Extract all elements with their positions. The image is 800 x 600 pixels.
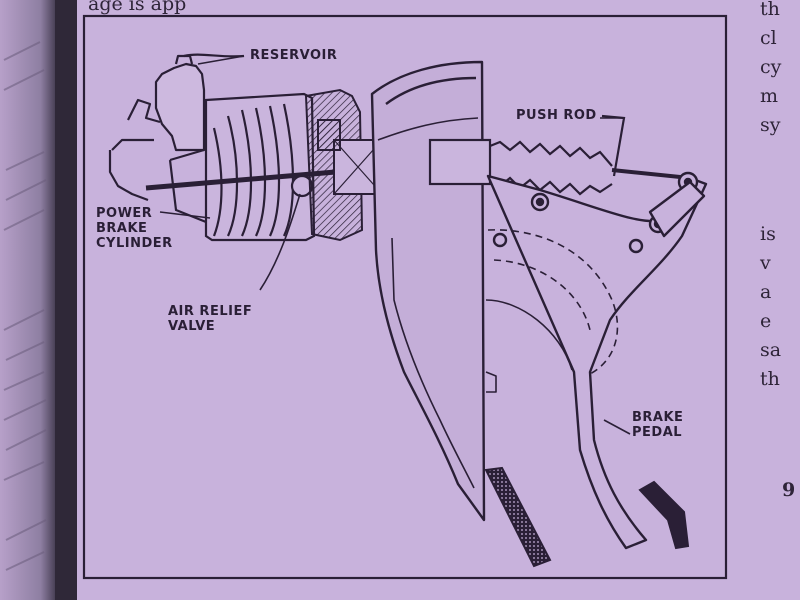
label-push-rod: PUSH ROD bbox=[516, 108, 597, 123]
pedal-bracket bbox=[370, 60, 486, 522]
right-margin-text-lower: is v a e sa th bbox=[760, 223, 782, 390]
label-power-brake-cylinder: POWER BRAKE CYLINDER bbox=[96, 206, 173, 251]
reservoir bbox=[108, 53, 245, 202]
label-reservoir: RESERVOIR bbox=[250, 48, 338, 63]
top-text: age is app bbox=[88, 0, 187, 15]
valve-housing bbox=[304, 88, 383, 242]
diagram-frame bbox=[82, 14, 728, 580]
pedal-pad-right bbox=[638, 480, 690, 550]
left-page-text bbox=[3, 41, 47, 571]
page-number: 9 bbox=[782, 479, 796, 501]
leader-lines bbox=[159, 55, 631, 435]
spine-shadow bbox=[55, 0, 77, 600]
pedal-pad-left bbox=[484, 466, 552, 568]
label-brake-pedal: BRAKE PEDAL bbox=[632, 410, 684, 440]
brake-pedal-arm bbox=[485, 171, 708, 550]
left-page bbox=[0, 0, 58, 600]
label-air-relief-valve: AIR RELIEF VALVE bbox=[168, 304, 253, 334]
right-margin-text-upper: th cl cy m sy bbox=[760, 0, 782, 136]
